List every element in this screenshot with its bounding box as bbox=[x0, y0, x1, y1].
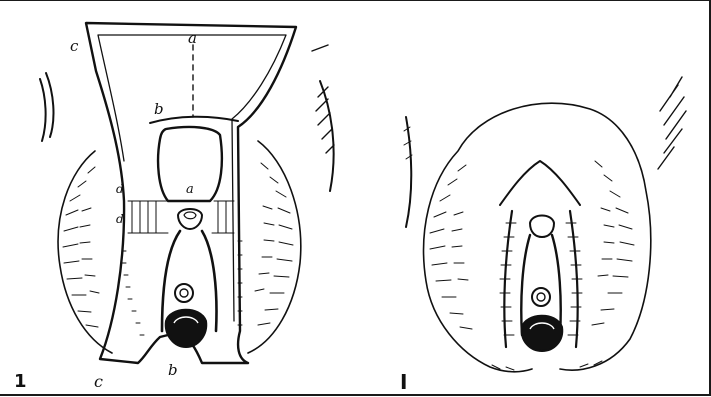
label-a-mid: a bbox=[186, 182, 194, 197]
right-panel-rectum bbox=[522, 316, 563, 351]
anus-inner-ring bbox=[180, 289, 188, 297]
left-panel-number: 1 bbox=[14, 371, 27, 392]
flap-inner-border bbox=[98, 35, 286, 321]
right-panel-drawing: I bbox=[400, 77, 686, 394]
right-panel-anus-inner bbox=[537, 293, 545, 301]
perineal-band bbox=[128, 201, 234, 233]
left-suture-marks bbox=[122, 251, 144, 335]
right-panel-anus-outer bbox=[532, 288, 550, 306]
label-b-bottom: b bbox=[168, 361, 178, 379]
left-buttock-hatching bbox=[63, 167, 99, 327]
urethral-meatus-inner bbox=[184, 212, 196, 219]
right-panel-right-hatching bbox=[592, 161, 634, 325]
right-panel-urethral-meatus bbox=[530, 216, 554, 238]
right-panel-number: I bbox=[400, 370, 407, 394]
right-panel-left-thigh-line bbox=[406, 117, 411, 227]
right-buttock-hatching bbox=[255, 163, 293, 325]
left-thigh-line bbox=[40, 79, 46, 141]
label-a-top: a bbox=[188, 29, 197, 47]
rectum-opening bbox=[166, 310, 207, 347]
anus-outer-ring bbox=[175, 284, 193, 302]
left-thigh-line-2 bbox=[46, 73, 53, 137]
right-thigh-line bbox=[320, 81, 334, 191]
label-c-bottom: c bbox=[94, 372, 103, 391]
right-panel-inner-flap bbox=[500, 161, 580, 205]
right-buttock-outline bbox=[248, 141, 301, 353]
label-d-lower: d bbox=[116, 212, 124, 226]
right-panel-left-hatching bbox=[430, 165, 472, 329]
label-c-top: c bbox=[70, 37, 79, 55]
left-panel-drawing: a b c a d d c b 1 bbox=[14, 23, 334, 392]
right-thigh-hatching bbox=[312, 45, 334, 153]
label-b-top: b bbox=[154, 100, 164, 118]
right-panel-right-thigh-hatch bbox=[658, 77, 686, 169]
label-d-upper: d bbox=[116, 182, 124, 196]
